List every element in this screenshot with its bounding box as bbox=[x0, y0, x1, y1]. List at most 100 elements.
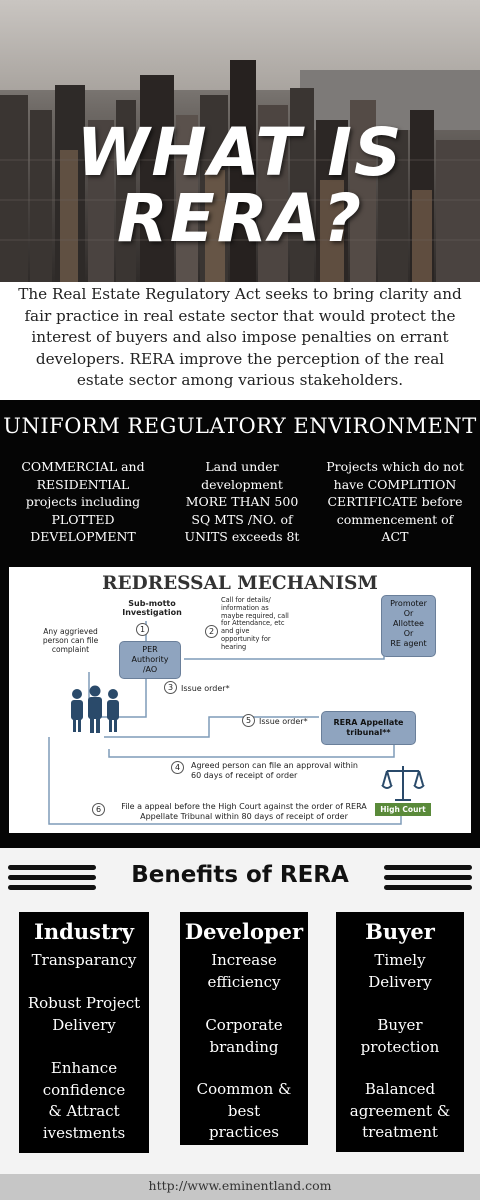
uniform-column-land: Land under development MORE THAN 500 SQ … bbox=[172, 458, 312, 546]
uniform-line: RESIDENTIAL bbox=[36, 476, 130, 492]
step6-line: File a appeal before the High Court agai… bbox=[121, 802, 367, 811]
benefit-item: Balanced agreement & treatment bbox=[336, 1079, 464, 1144]
promoter-line: Or bbox=[403, 609, 414, 618]
uniform-line: Projects which do not bbox=[326, 459, 464, 474]
benefit-line: efficiency bbox=[207, 972, 281, 991]
benefit-column-buyer: Buyer Timely Delivery Buyer protection B… bbox=[336, 912, 464, 1152]
step-number-3: 3 bbox=[164, 681, 177, 694]
hero-title-line2: RERA? bbox=[116, 180, 364, 257]
benefit-heading-developer: Developer bbox=[184, 919, 304, 944]
uniform-line: SQ MTS /NO. of bbox=[191, 511, 293, 527]
benefit-item: Robust Project Delivery bbox=[19, 993, 149, 1036]
benefit-line: Balanced bbox=[364, 1080, 436, 1098]
call-details-line: and give bbox=[221, 627, 250, 636]
uniform-line: DEVELOPMENT bbox=[30, 529, 136, 544]
uniform-line: MORE THAN 500 bbox=[185, 494, 299, 509]
step-number-2: 2 bbox=[205, 625, 218, 638]
high-court-label: High Court bbox=[375, 803, 431, 816]
uniform-column-commercial: COMMERCIAL and RESIDENTIAL projects incl… bbox=[14, 458, 152, 546]
step6-line: Appellate Tribunal within 80 days of rec… bbox=[140, 812, 348, 821]
step4-line: Agreed person can file an approval withi… bbox=[191, 761, 358, 770]
step4-line: 60 days of receipt of order bbox=[191, 771, 298, 780]
aggrieved-line: Any aggrieved bbox=[43, 627, 98, 636]
uniform-line: CERTIFICATE before bbox=[327, 494, 463, 509]
benefit-line: confidence bbox=[42, 1080, 126, 1099]
benefit-line: branding bbox=[209, 1037, 279, 1056]
uniform-column-projects: Projects which do not have COMPLITION CE… bbox=[320, 458, 470, 546]
call-details-line: information as bbox=[221, 603, 269, 612]
uniform-title: UNIFORM REGULATORY ENVIRONMENT bbox=[3, 414, 477, 438]
issue-order-3-text: Issue order* bbox=[181, 684, 230, 693]
benefit-line: Robust Project bbox=[27, 994, 141, 1012]
benefit-column-industry: Industry Transparancy Robust Project Del… bbox=[19, 912, 149, 1153]
call-details-line: maybe required, call bbox=[221, 611, 289, 620]
benefit-line: Enhance bbox=[50, 1059, 118, 1077]
benefit-line: Corporate bbox=[205, 1016, 283, 1034]
benefit-line: Transparancy bbox=[31, 951, 137, 969]
hero-banner: WHAT IS RERA? bbox=[0, 0, 480, 282]
issue-order-5-text: Issue order* bbox=[259, 717, 308, 726]
redressal-section: REDRESSAL MECHANISM Sub-motto I bbox=[0, 560, 480, 848]
benefit-item: Corporate branding bbox=[180, 1015, 308, 1058]
uniform-line: ACT bbox=[381, 529, 409, 544]
decorative-bars-left bbox=[8, 865, 96, 895]
uniform-line: development bbox=[201, 476, 283, 492]
benefits-section: Benefits of RERA Industry Transparancy R… bbox=[0, 848, 480, 1174]
people-icon bbox=[71, 685, 119, 733]
scales-of-justice-icon bbox=[381, 766, 425, 801]
benefit-item: Increase efficiency bbox=[180, 950, 308, 993]
benefit-line: practices bbox=[209, 1123, 279, 1141]
benefit-line: Increase bbox=[211, 951, 277, 969]
city-skyline-image bbox=[0, 60, 480, 282]
promoter-line: Or bbox=[403, 629, 414, 638]
benefit-line: Buyer bbox=[377, 1016, 423, 1034]
step-number-1: 1 bbox=[136, 623, 149, 636]
per-authority-box: PER Authority /AO bbox=[119, 641, 181, 679]
benefit-heading-industry: Industry bbox=[34, 919, 134, 944]
uniform-line: PLOTTED bbox=[51, 511, 115, 527]
redressal-title: REDRESSAL MECHANISM bbox=[102, 573, 378, 594]
promoter-box: Promoter Or Allottee Or RE agent bbox=[381, 595, 436, 657]
step6-text: File a appeal before the High Court agai… bbox=[109, 802, 379, 822]
uniform-section: UNIFORM REGULATORY ENVIRONMENT COMMERCIA… bbox=[0, 400, 480, 560]
hero-title: WHAT IS RERA? bbox=[0, 120, 480, 252]
benefit-line: ivestments bbox=[42, 1123, 126, 1142]
uniform-line: UNITS exceeds 8t bbox=[184, 529, 300, 544]
benefits-title: Benefits of RERA bbox=[131, 862, 349, 888]
aggrieved-line: complaint bbox=[51, 645, 90, 654]
intro-section: The Real Estate Regulatory Act seeks to … bbox=[0, 282, 480, 400]
sub-motto-label: Sub-motto Investigation bbox=[122, 599, 182, 617]
benefit-line: protection bbox=[360, 1037, 440, 1056]
step4-text: Agreed person can file an approval withi… bbox=[191, 761, 391, 781]
appellate-line: RERA Appellate bbox=[333, 718, 404, 727]
benefit-item: Transparancy bbox=[19, 950, 149, 972]
aggrieved-line: person can file bbox=[42, 636, 99, 645]
call-details-line: for Attendance, etc bbox=[221, 619, 285, 628]
uniform-line: commencement of bbox=[336, 511, 454, 527]
intro-text: The Real Estate Regulatory Act seeks to … bbox=[18, 285, 462, 389]
benefit-line: best bbox=[227, 1101, 261, 1120]
benefit-item: Coommon & best practices bbox=[180, 1079, 308, 1144]
call-details-line: Call for details/ bbox=[221, 596, 271, 604]
benefit-line: agreement & bbox=[349, 1101, 451, 1120]
hero-title-line1: WHAT IS bbox=[76, 114, 404, 191]
per-authority-line: Authority bbox=[131, 655, 169, 664]
promoter-line: RE agent bbox=[390, 639, 427, 648]
benefit-line: & Attract bbox=[48, 1102, 120, 1120]
benefit-heading-buyer: Buyer bbox=[365, 919, 435, 944]
uniform-line: have COMPLITION bbox=[333, 476, 457, 492]
decorative-bars-right bbox=[384, 865, 472, 895]
uniform-line: COMMERCIAL and bbox=[21, 459, 145, 474]
benefit-item: Timely Delivery bbox=[336, 950, 464, 993]
appellate-line: tribunal** bbox=[346, 728, 391, 737]
benefit-line: treatment bbox=[362, 1123, 438, 1141]
benefit-item: Buyer protection bbox=[336, 1015, 464, 1058]
benefit-line: Delivery bbox=[368, 972, 432, 991]
promoter-line: Promoter bbox=[390, 599, 427, 608]
step-number-6: 6 bbox=[92, 803, 105, 816]
aggrieved-text: Any aggrieved person can file complaint bbox=[23, 627, 118, 654]
call-details-text: Call for details/ information as maybe r… bbox=[221, 596, 316, 652]
benefit-line: Delivery bbox=[52, 1015, 116, 1034]
footer-url-link[interactable]: http://www.eminentland.com bbox=[148, 1178, 332, 1193]
benefit-line: Coommon & bbox=[196, 1080, 292, 1098]
